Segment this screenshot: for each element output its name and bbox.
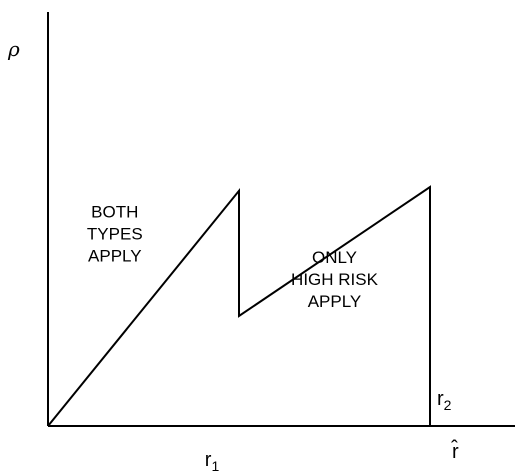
x-tick-r1: r1 [205,449,220,471]
annotation-layer: BOTH TYPES APPLY ONLY HIGH RISK APPLY [87,202,379,311]
annotation-1-line-0: ONLY [312,248,357,267]
annotation-0-line-1: TYPES [87,224,143,243]
annotation-0-line-2: APPLY [88,246,142,265]
annotation-0: BOTH TYPES APPLY [87,202,143,265]
x-axis-label: r̂ [450,439,459,463]
annotation-1-line-1: HIGH RISK [291,270,379,289]
series-layer [47,185,431,427]
annotation-1: ONLY HIGH RISK APPLY [291,248,379,311]
series-line-0 [47,185,431,427]
x-tick-r2: r2 [437,388,452,413]
annotation-1-line-2: APPLY [308,292,362,311]
annotation-0-line-0: BOTH [91,202,138,221]
y-axis-label: ρ [7,37,20,61]
